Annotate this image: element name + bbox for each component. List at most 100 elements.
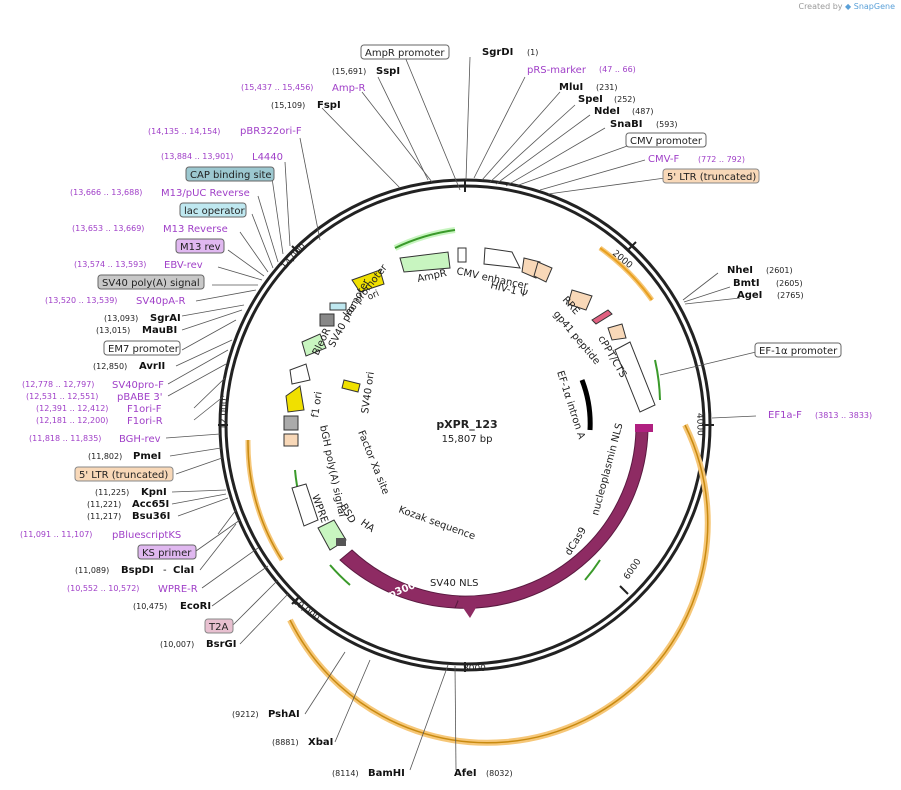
ampr-promoter-label: AmpR promoter bbox=[365, 48, 445, 59]
acc65i-pos: (11,221) bbox=[87, 500, 121, 509]
bmti-label: BmtI bbox=[733, 278, 760, 289]
lac-operator-feature bbox=[329, 302, 347, 311]
cmv-promoter-label: CMV promoter bbox=[630, 136, 703, 147]
afei-label: AfeI bbox=[454, 768, 477, 779]
leader-lines bbox=[165, 56, 757, 771]
m13-rev-label: M13 rev bbox=[180, 242, 221, 253]
sspi-label: SspI bbox=[376, 66, 400, 77]
hiv-psi-feature bbox=[533, 261, 553, 283]
spei-label: SpeI bbox=[578, 94, 603, 105]
sv40pro-f-label: SV40pro-F bbox=[112, 380, 164, 391]
ef1a-promoter-feature bbox=[614, 341, 656, 413]
kpni-pos: (11,225) bbox=[95, 488, 129, 497]
em7-label: EM7 promoter bbox=[108, 344, 180, 355]
nhei-pos: (2601) bbox=[766, 266, 793, 275]
bsu36i-label: Bsu36I bbox=[132, 511, 170, 522]
prs-marker-label: pRS-marker bbox=[527, 65, 587, 76]
l4440-pos: (13,884 .. 13,901) bbox=[161, 152, 233, 161]
maubi-label: MauBI bbox=[142, 325, 177, 336]
top-labels: AmpR promoter SgrDI (1) (15,691) SspI pR… bbox=[148, 44, 760, 184]
prs-marker-pos: (47 .. 66) bbox=[599, 65, 636, 74]
credit-prefix: Created by bbox=[798, 2, 843, 11]
bsrgi-pos: (10,007) bbox=[160, 640, 194, 649]
sv40pa-r-pos: (13,520 .. 13,539) bbox=[45, 296, 117, 305]
ampr-arc bbox=[393, 227, 456, 251]
sv40pro-f-pos: (12,778 .. 12,797) bbox=[22, 380, 94, 389]
f1ori-label: f1 ori bbox=[310, 391, 325, 418]
bamhi-label: BamHI bbox=[368, 768, 405, 779]
t2a-label: T2A bbox=[208, 622, 228, 633]
pmei-pos: (11,802) bbox=[88, 452, 122, 461]
clai-prefix: - bbox=[163, 565, 167, 576]
bamhi-pos: (8114) bbox=[332, 769, 359, 778]
l4440-label: L4440 bbox=[252, 152, 283, 163]
sv40-promoter-feature bbox=[289, 363, 311, 385]
sspi-pos: (15,691) bbox=[332, 67, 366, 76]
ltr-top-box bbox=[662, 168, 760, 184]
ebv-rev-pos: (13,574 .. 13,593) bbox=[74, 260, 146, 269]
ampr-promoter-box bbox=[360, 44, 450, 60]
credit-brand: SnapGene bbox=[853, 2, 895, 11]
mlui-pos: (231) bbox=[596, 83, 618, 92]
agei-label: AgeI bbox=[737, 290, 762, 301]
tick-4000: 4000 bbox=[694, 413, 705, 437]
m13-puc-pos: (13,666 .. 13,688) bbox=[70, 188, 142, 197]
sgrdi-label: SgrDI bbox=[482, 47, 513, 58]
left-labels: (13,666 .. 13,688) M13/pUC Reverse lac o… bbox=[20, 188, 250, 650]
ecori-label: EcoRI bbox=[180, 601, 211, 612]
sgrai-pos: (13,093) bbox=[104, 314, 138, 323]
p300-feature bbox=[339, 549, 461, 609]
bleor-feature bbox=[301, 333, 327, 357]
maubi-pos: (13,015) bbox=[96, 326, 130, 335]
ks-primer-label: KS primer bbox=[142, 548, 192, 559]
f1ori-f-label: F1ori-F bbox=[127, 404, 162, 415]
snapgene-credit: Created by ◆ SnapGene bbox=[798, 2, 895, 11]
sgrai-label: SgrAI bbox=[150, 313, 181, 324]
cmv-f-pos: (772 .. 792) bbox=[698, 155, 745, 164]
ori-label: ori bbox=[366, 289, 381, 303]
f1-ori-feature bbox=[285, 385, 305, 413]
avrii-pos: (12,850) bbox=[93, 362, 127, 371]
dcas9-feature bbox=[454, 429, 649, 609]
ks-primer-box bbox=[137, 544, 197, 560]
ltr-left-box bbox=[74, 466, 174, 482]
pbabe-label: pBABE 3' bbox=[117, 392, 163, 403]
fspi-label: FspI bbox=[317, 100, 341, 111]
gp41-label: gp41 peptide bbox=[551, 309, 602, 367]
sv40-ori-feature bbox=[341, 379, 361, 393]
kozak-label: Kozak sequence bbox=[397, 504, 477, 542]
xbai-pos: (8881) bbox=[272, 738, 299, 747]
bottom-labels: (9212) PshAI (8881) XbaI (8114) BamHI Af… bbox=[232, 709, 513, 779]
bgh-rev-label: BGH-rev bbox=[119, 434, 161, 445]
lac-operator-label: lac operator bbox=[184, 206, 245, 217]
ndei-pos: (487) bbox=[632, 107, 654, 116]
ampr-promoter-feature bbox=[457, 247, 467, 263]
t2a-box bbox=[204, 618, 234, 634]
f1ori-r-label: F1ori-R bbox=[127, 416, 163, 427]
bsu36i-pos: (11,217) bbox=[87, 512, 121, 521]
ef1a-f-pos: (3813 .. 3833) bbox=[815, 411, 872, 420]
ef1a-promoter-box bbox=[754, 342, 842, 358]
pshai-pos: (9212) bbox=[232, 710, 259, 719]
mlui-label: MluI bbox=[559, 82, 583, 93]
sv40-promoter-label: SV40 promoter bbox=[327, 277, 373, 350]
xbai-label: XbaI bbox=[308, 737, 333, 748]
spei-pos: (252) bbox=[614, 95, 636, 104]
clai-label: ClaI bbox=[173, 565, 194, 576]
ampr-feature bbox=[399, 251, 451, 273]
pmei-label: PmeI bbox=[133, 451, 161, 462]
avrii-label: AvrII bbox=[139, 361, 165, 372]
amp-r-pos: (15,437 .. 15,456) bbox=[241, 83, 313, 92]
amp-r-label: Amp-R bbox=[332, 83, 366, 94]
factor-xa-label: Factor Xa site bbox=[355, 429, 391, 496]
tick-12000: 12,000 bbox=[219, 398, 230, 430]
bspdi-pos: (11,089) bbox=[75, 566, 109, 575]
bsrgi-label: BsrGI bbox=[206, 639, 236, 650]
bspdi-label: BspDI bbox=[121, 565, 154, 576]
snapgene-logo: ◆ SnapGene bbox=[845, 2, 895, 11]
ndei-label: NdeI bbox=[594, 106, 620, 117]
sv40-polya-label: SV40 poly(A) signal bbox=[102, 278, 200, 289]
bgh-feature bbox=[283, 415, 299, 431]
cap-binding-box bbox=[185, 166, 275, 182]
cmv-promoter-box bbox=[625, 132, 707, 148]
